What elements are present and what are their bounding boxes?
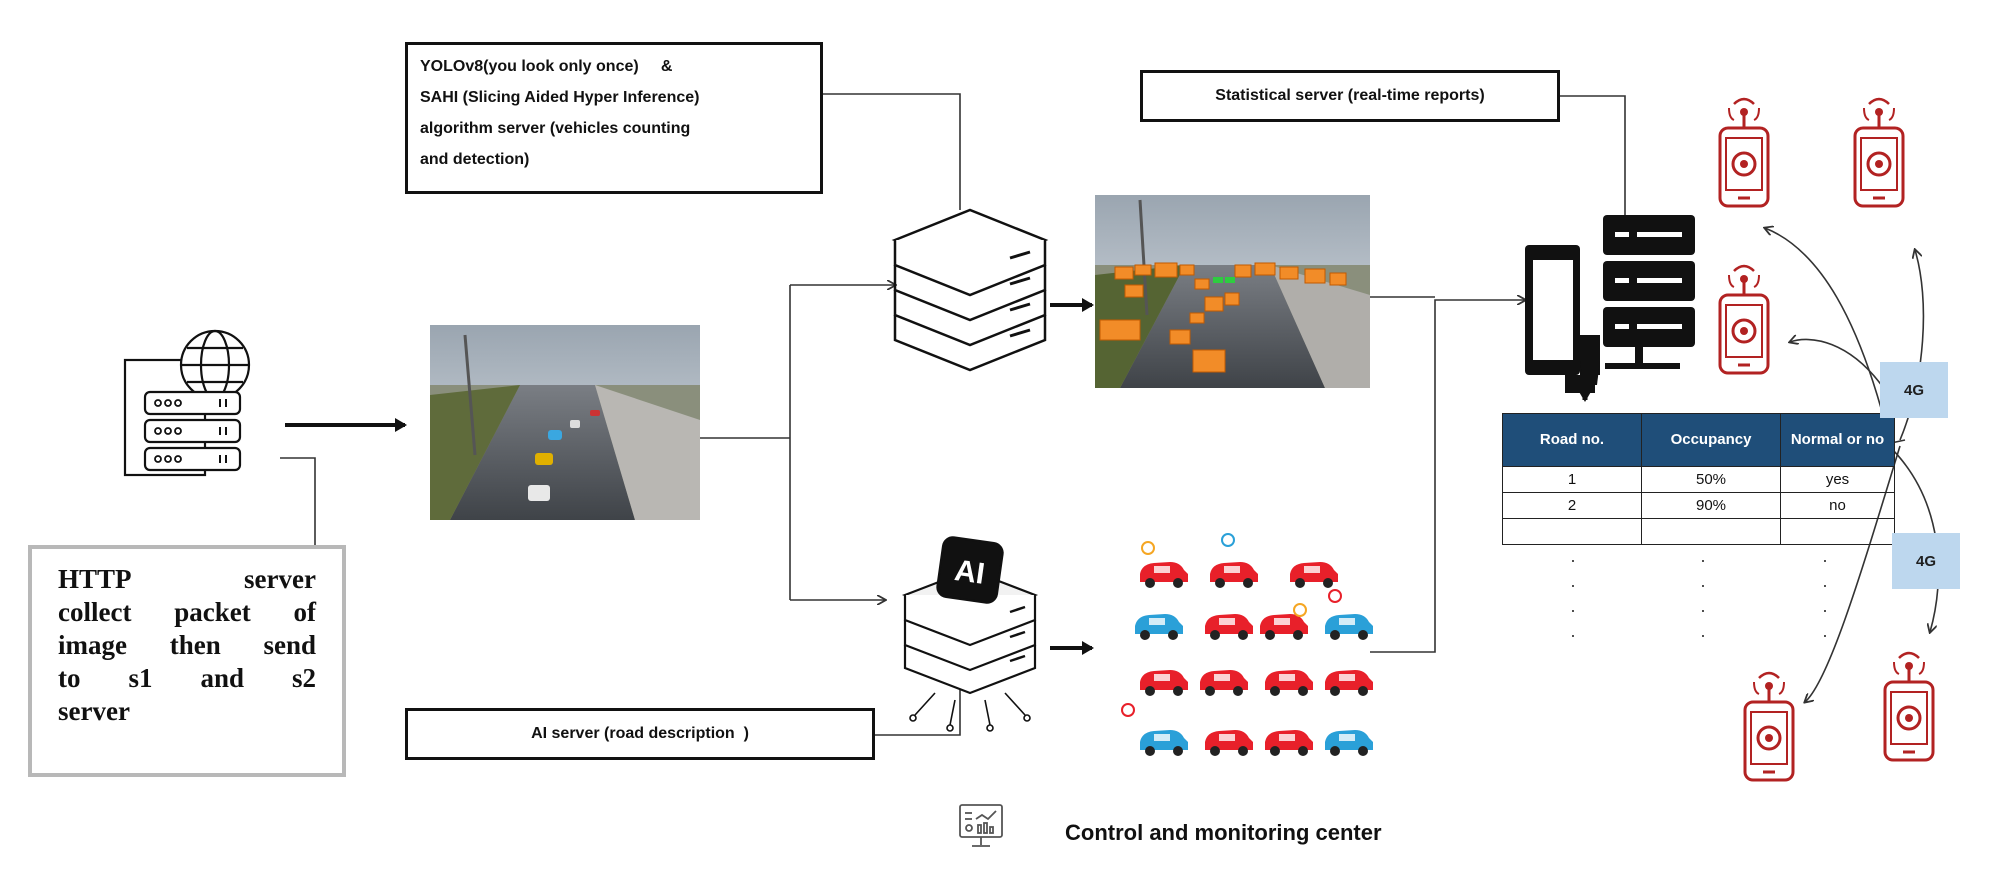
incident-marker: [1293, 603, 1307, 617]
ai-link-line: [875, 690, 961, 736]
car-icon: [1290, 562, 1338, 588]
dashboard-monitor-icon: [959, 804, 1003, 847]
ai-server-chip-icon: AI: [901, 536, 1039, 732]
yolo-link-line: [820, 93, 961, 210]
table-cell: 1: [1502, 466, 1642, 493]
incident-marker: [1328, 589, 1342, 603]
table-cell: 2: [1502, 492, 1642, 519]
table-cell: 50%: [1641, 466, 1781, 493]
ai-server-label: AI server (road description ): [531, 725, 749, 742]
curve-to-phone-mid: [1790, 339, 1886, 391]
table-ellipsis-col-1: ····: [1570, 550, 1576, 645]
col-occupancy: Occupancy: [1641, 413, 1781, 467]
car-icon: [1140, 670, 1188, 696]
text-line: HTTP server: [58, 564, 316, 594]
car-icon: [1325, 670, 1373, 696]
network-badge-4g: 4G: [1880, 362, 1948, 418]
car-icon: [1140, 730, 1188, 756]
text-line: and detection): [420, 151, 530, 168]
statistics-server-icon: [1525, 215, 1695, 393]
text-line: YOLOv8(you look only once) &: [420, 58, 673, 75]
table-cell: 90%: [1641, 492, 1781, 519]
mobile-signal-icon: [1853, 97, 1905, 208]
mobile-signal-icon: [1718, 264, 1770, 375]
vehicle-detection-photo: [1095, 195, 1370, 388]
table-ellipsis-col-3: ····: [1822, 550, 1828, 645]
control-center-label: Control and monitoring center: [1065, 820, 1382, 845]
car-icon: [1200, 670, 1248, 696]
table-ellipsis-col-2: ····: [1700, 550, 1706, 645]
car-icon: [1265, 670, 1313, 696]
table-row: 1 50% yes: [1502, 466, 1895, 493]
http-link-line: [280, 457, 316, 545]
occupancy-table: Road no. Occupancy Normal or no 1 50% ye…: [1502, 413, 1895, 545]
ai-server-box: AI server (road description ): [405, 708, 875, 760]
car-icon: [1260, 614, 1308, 640]
car-icon: [1325, 730, 1373, 756]
col-road-no: Road no.: [1502, 413, 1642, 467]
table-cell: [1780, 518, 1895, 545]
server-stack-icon: [891, 208, 1049, 372]
car-icon: [1140, 562, 1188, 588]
text-line: to s1 and s2: [58, 663, 316, 693]
car-icon: [1210, 562, 1258, 588]
mobile-signal-icon: [1743, 671, 1795, 782]
text-line: image then send: [58, 630, 316, 660]
phone-group: [1718, 97, 1935, 782]
incident-marker: [1141, 541, 1155, 555]
stat-link-line: [1560, 95, 1626, 215]
table-row: [1502, 518, 1895, 545]
incident-to-stat-line: [1370, 300, 1525, 653]
table-cell: [1641, 518, 1781, 545]
car-icon: [1265, 730, 1313, 756]
yolo-server-box: YOLOv8(you look only once) & SAHI (Slicin…: [405, 42, 823, 194]
table-header-row: Road no. Occupancy Normal or no: [1502, 413, 1895, 467]
mobile-signal-icon: [1883, 651, 1935, 762]
text-line: SAHI (Slicing Aided Hyper Inference): [420, 89, 700, 106]
table-cell: [1502, 518, 1642, 545]
table-row: 2 90% no: [1502, 492, 1895, 519]
car-icon: [1135, 614, 1183, 640]
text-line: server: [58, 696, 130, 726]
network-badge-4g: 4G: [1892, 533, 1960, 589]
stat-server-box: Statistical server (real-time reports): [1140, 70, 1560, 122]
car-icon: [1205, 614, 1253, 640]
text-line: algorithm server (vehicles counting: [420, 120, 691, 137]
table-cell: no: [1780, 492, 1895, 519]
road-incident-icons: [1121, 533, 1373, 756]
svg-text:AI: AI: [953, 554, 987, 591]
car-icon: [1325, 614, 1373, 640]
mobile-signal-icon: [1718, 97, 1770, 208]
stat-server-label: Statistical server (real-time reports): [1215, 87, 1485, 104]
yolo-server-description: YOLOv8(you look only once) & SAHI (Slicin…: [420, 51, 808, 175]
detection-boxes: [1099, 262, 1347, 373]
curve-to-phone-top-left: [1765, 228, 1891, 443]
col-normal: Normal or no: [1780, 413, 1895, 467]
text-line: collect packet of: [58, 597, 316, 627]
connectors: [280, 93, 1940, 736]
incident-marker: [1221, 533, 1235, 547]
road-camera-photo: [430, 325, 700, 520]
incident-marker: [1121, 703, 1135, 717]
car-icon: [1205, 730, 1253, 756]
globe-server-icon: [123, 329, 251, 477]
road-photo-cars: [528, 410, 600, 501]
table-cell: yes: [1780, 466, 1895, 493]
